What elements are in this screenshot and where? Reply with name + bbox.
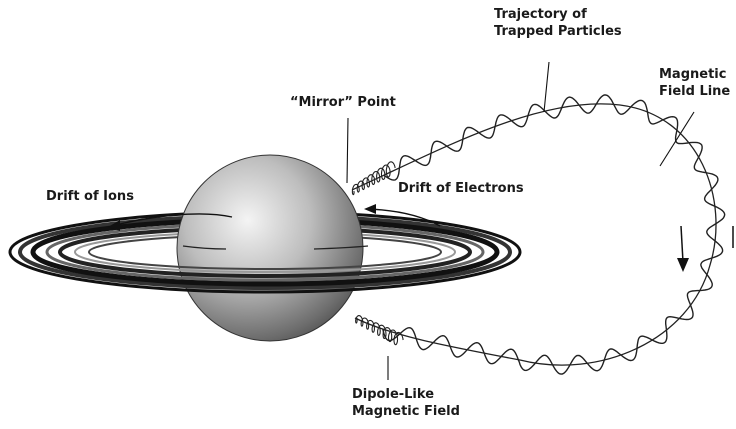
trajectory-leader [543, 61, 550, 113]
field-direction-arrowhead [677, 258, 689, 272]
mirror-spiral-top [351, 161, 396, 196]
mirror-point-leader [346, 117, 349, 184]
trajectory-label-line1: Trajectory of [494, 7, 587, 22]
rings-front [8, 253, 522, 294]
field-line-label-line2: Field Line [659, 84, 731, 99]
drift-electrons-label: Drift of Electrons [398, 181, 524, 196]
ion-drift-arrow [111, 213, 233, 227]
mirror-point-label: “Mirror” Point [290, 95, 396, 110]
dipole-label-line1: Dipole-Like [352, 387, 435, 402]
trapped-particle-trajectory [382, 94, 726, 375]
spiral-coil [355, 315, 404, 346]
electron-drift-arrowhead [364, 204, 376, 214]
field-line-leader [659, 111, 695, 167]
trajectory-label: Trajectory of Trapped Particles [494, 6, 622, 40]
dipole-label: Dipole-Like Magnetic Field [352, 386, 460, 420]
spiral-coil [351, 161, 396, 196]
drift-path-on-planet-right [313, 245, 369, 250]
trajectory-label-line2: Trapped Particles [494, 24, 622, 39]
field-line-label: Magnetic Field Line [659, 66, 730, 100]
field-direction-arrow [680, 225, 684, 263]
mirror-spiral-bottom [355, 315, 404, 346]
field-line-label-line1: Magnetic [659, 67, 727, 82]
drift-path-on-planet-left [182, 245, 227, 250]
dipole-label-line2: Magnetic Field [352, 404, 460, 419]
planet [176, 154, 364, 342]
ion-drift-arrowhead [108, 220, 120, 231]
drift-ions-label: Drift of Ions [46, 189, 134, 204]
